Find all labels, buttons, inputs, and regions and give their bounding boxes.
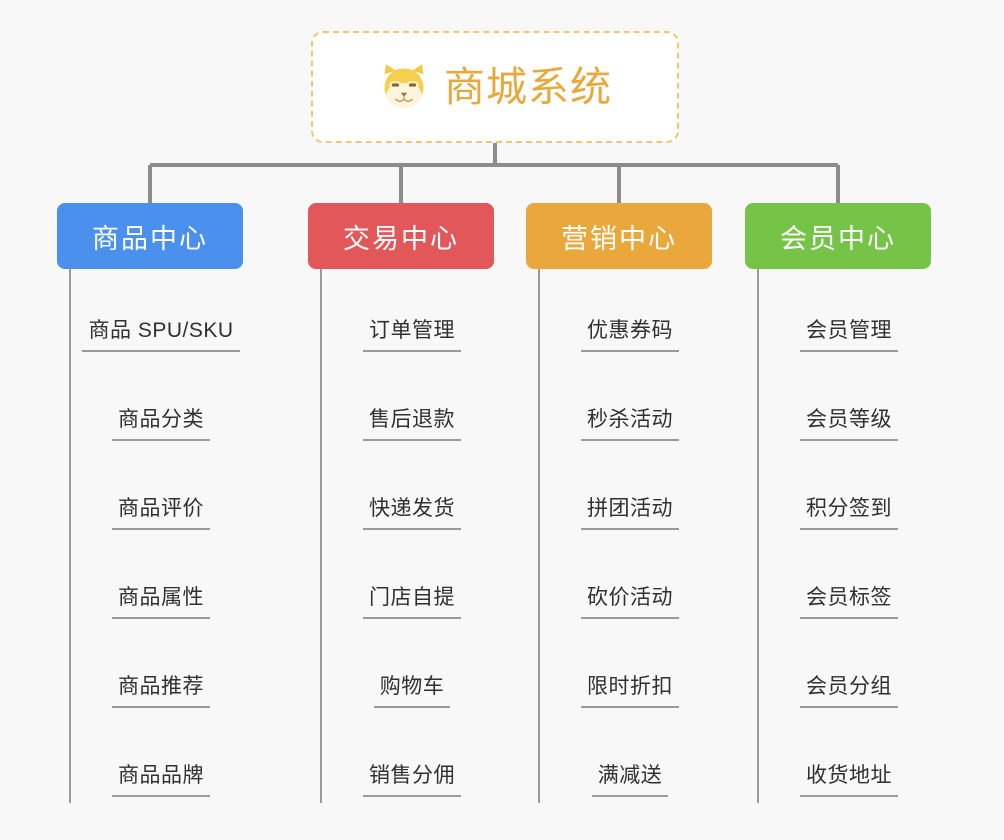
leaf-label: 会员等级: [800, 403, 898, 441]
category-header-label: 营销中心: [561, 223, 677, 254]
leaf-label: 优惠券码: [581, 314, 679, 352]
root-title: 商城系统: [444, 63, 612, 110]
category-header-product[interactable]: 商品中心: [57, 203, 243, 269]
list-item[interactable]: 销售分佣: [308, 714, 494, 803]
leaf-label: 收货地址: [800, 759, 898, 797]
category-header-label: 交易中心: [343, 223, 459, 254]
list-item[interactable]: 满减送: [526, 714, 712, 803]
leaf-label: 购物车: [373, 670, 451, 708]
list-item[interactable]: 门店自提: [308, 536, 494, 625]
leaf-label: 秒杀活动: [581, 403, 679, 441]
root-node[interactable]: 商城系统: [311, 31, 679, 143]
category-column-1: 交易中心 订单管理 售后退款 快递发货 门店自提 购物车: [291, 203, 511, 803]
category-column-3: 会员中心 会员管理 会员等级 积分签到 会员标签 会员分组: [728, 203, 948, 803]
list-item[interactable]: 快递发货: [308, 447, 494, 536]
list-item[interactable]: 优惠券码: [526, 269, 712, 358]
category-column-0: 商品中心 商品 SPU/SKU 商品分类 商品评价 商品属性 商品推荐: [40, 203, 260, 803]
list-item[interactable]: 砍价活动: [526, 536, 712, 625]
leaf-list-1: 订单管理 售后退款 快递发货 门店自提 购物车 销售分佣: [308, 269, 494, 803]
leaf-label: 商品品牌: [112, 759, 210, 797]
category-header-label: 会员中心: [780, 223, 896, 254]
category-header-marketing[interactable]: 营销中心: [526, 203, 712, 269]
leaf-label: 砍价活动: [581, 581, 679, 619]
leaf-label: 拼团活动: [581, 492, 679, 530]
list-item[interactable]: 购物车: [308, 625, 494, 714]
leaf-list-3: 会员管理 会员等级 积分签到 会员标签 会员分组 收货地址: [745, 269, 931, 803]
leaf-label: 会员管理: [800, 314, 898, 352]
leaf-label: 订单管理: [363, 314, 461, 352]
list-item[interactable]: 商品 SPU/SKU: [57, 269, 243, 358]
leaf-label: 积分签到: [800, 492, 898, 530]
leaf-label: 门店自提: [363, 581, 461, 619]
leaf-label: 商品属性: [112, 581, 210, 619]
category-header-trade[interactable]: 交易中心: [308, 203, 494, 269]
list-item[interactable]: 限时折扣: [526, 625, 712, 714]
leaf-label: 商品 SPU/SKU: [82, 314, 240, 352]
list-item[interactable]: 积分签到: [745, 447, 931, 536]
list-item[interactable]: 商品推荐: [57, 625, 243, 714]
list-item[interactable]: 商品评价: [57, 447, 243, 536]
leaf-label: 限时折扣: [581, 670, 679, 708]
category-column-2: 营销中心 优惠券码 秒杀活动 拼团活动 砍价活动 限时折扣: [509, 203, 729, 803]
leaf-label: 商品推荐: [112, 670, 210, 708]
category-header-label: 商品中心: [92, 223, 208, 254]
list-item[interactable]: 收货地址: [745, 714, 931, 803]
category-header-member[interactable]: 会员中心: [745, 203, 931, 269]
list-item[interactable]: 商品品牌: [57, 714, 243, 803]
list-item[interactable]: 售后退款: [308, 358, 494, 447]
list-item[interactable]: 会员管理: [745, 269, 931, 358]
leaf-list-0: 商品 SPU/SKU 商品分类 商品评价 商品属性 商品推荐 商品品牌: [57, 269, 243, 803]
leaf-list-2: 优惠券码 秒杀活动 拼团活动 砍价活动 限时折扣 满减送: [526, 269, 712, 803]
list-item[interactable]: 秒杀活动: [526, 358, 712, 447]
category-columns: 商品中心 商品 SPU/SKU 商品分类 商品评价 商品属性 商品推荐: [0, 203, 1004, 840]
leaf-label: 商品分类: [112, 403, 210, 441]
list-item[interactable]: 商品分类: [57, 358, 243, 447]
list-item[interactable]: 会员分组: [745, 625, 931, 714]
list-item[interactable]: 订单管理: [308, 269, 494, 358]
leaf-label: 快递发货: [363, 492, 461, 530]
list-item[interactable]: 商品属性: [57, 536, 243, 625]
leaf-label: 售后退款: [363, 403, 461, 441]
leaf-label: 会员标签: [800, 581, 898, 619]
leaf-label: 商品评价: [112, 492, 210, 530]
leaf-label: 销售分佣: [363, 759, 461, 797]
shiba-dog-face-icon: [384, 64, 424, 109]
list-item[interactable]: 会员标签: [745, 536, 931, 625]
list-item[interactable]: 拼团活动: [526, 447, 712, 536]
list-item[interactable]: 会员等级: [745, 358, 931, 447]
leaf-label: 会员分组: [800, 670, 898, 708]
leaf-label: 满减送: [591, 759, 669, 797]
